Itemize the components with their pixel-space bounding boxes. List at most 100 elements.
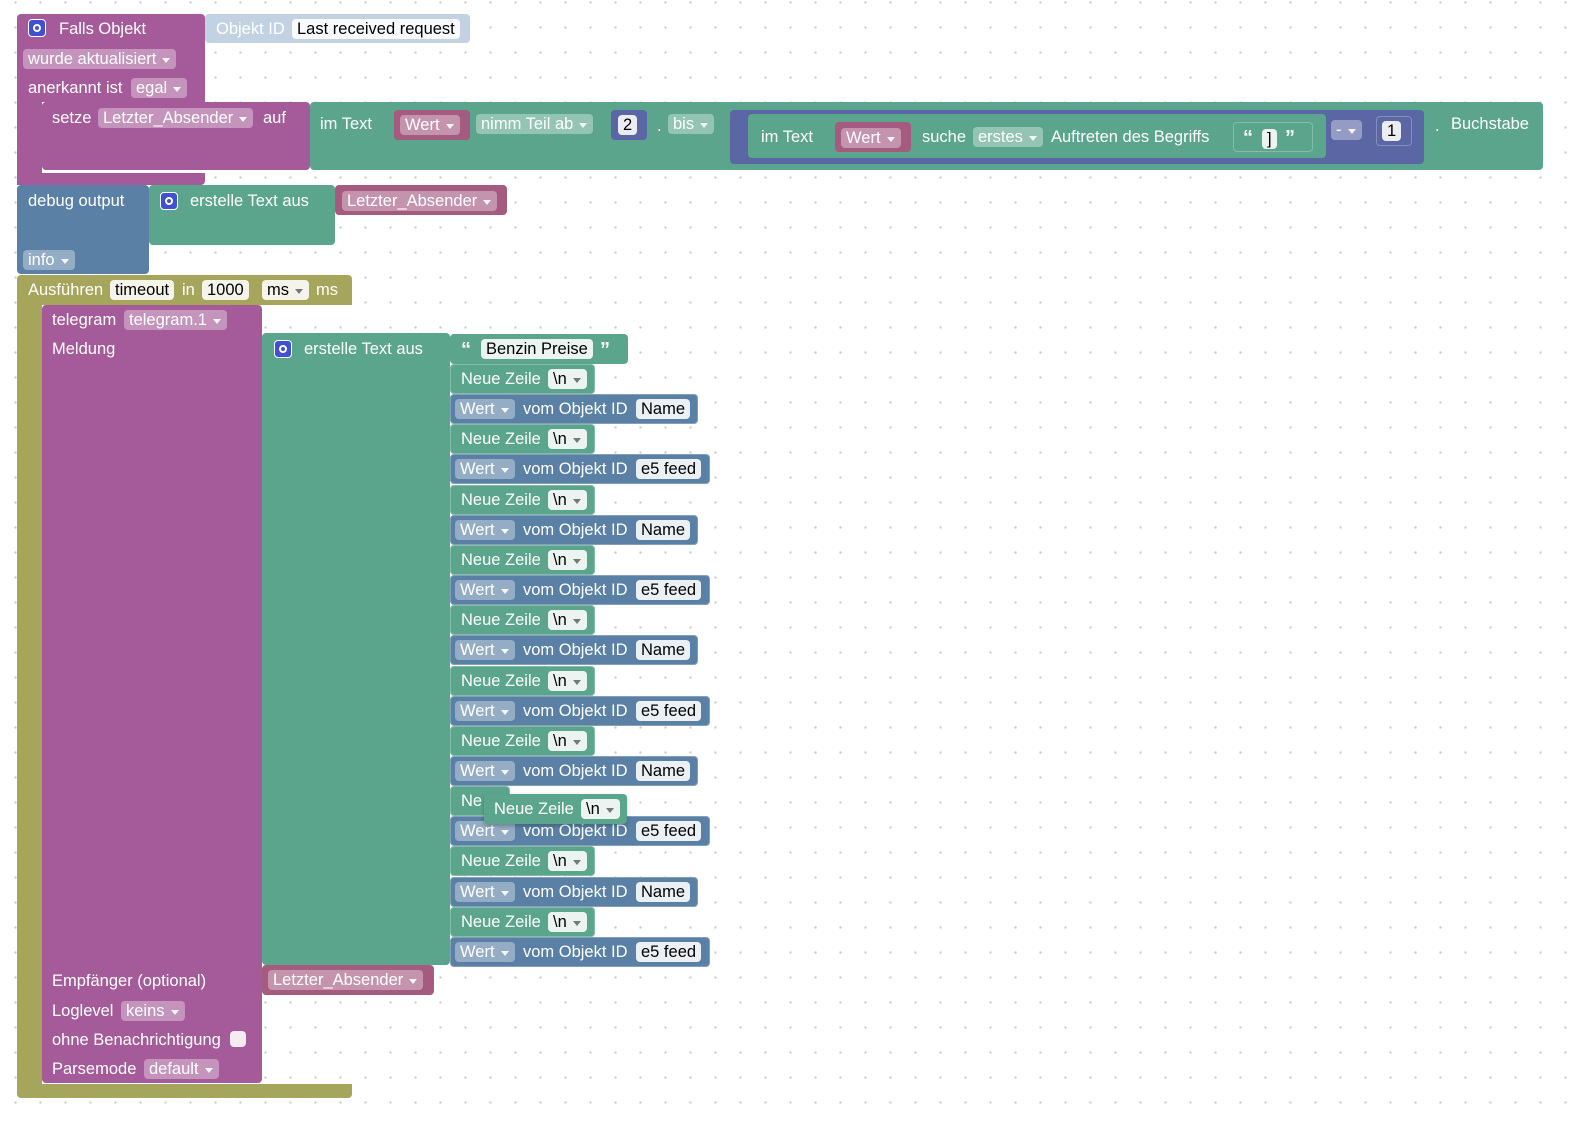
loglevel-dropdown[interactable]: keins [121, 1001, 185, 1021]
timeout-value-field[interactable]: 1000 [202, 280, 249, 300]
message-create-text-block[interactable] [262, 333, 450, 965]
newline-label: Neue Zeile [461, 852, 541, 870]
debug-block[interactable] [17, 185, 149, 274]
dragged-newline-label: Neue Zeile [494, 800, 574, 818]
debug-label: debug output [28, 192, 125, 210]
recipient-var-dropdown[interactable]: Letzter_Absender [268, 970, 424, 990]
dot-label: . [657, 117, 662, 135]
object-value-dropdown[interactable]: Wert [455, 821, 515, 841]
search-label: suche [922, 128, 967, 146]
open-quote-icon: “ [461, 339, 471, 361]
newline-dropdown[interactable]: \n [548, 610, 587, 630]
object-id-field[interactable]: Name [636, 520, 691, 540]
object-value-dropdown[interactable]: Wert [455, 942, 515, 962]
newline-dropdown[interactable]: \n [548, 490, 587, 510]
silent-checkbox[interactable] [230, 1031, 246, 1047]
dragged-newline-dropdown[interactable]: \n [581, 799, 620, 819]
object-value-dropdown[interactable]: Wert [455, 580, 515, 600]
timeout-name-field[interactable]: timeout [110, 280, 175, 300]
timeout-label: Ausführen [28, 281, 104, 299]
first-dropdown[interactable]: erstes [973, 127, 1043, 147]
gear-icon[interactable] [274, 340, 292, 358]
object-id-field[interactable]: Name [636, 761, 691, 781]
debug-var-dropdown[interactable]: Letzter_Absender [342, 191, 498, 211]
trigger-block-foot[interactable] [17, 173, 205, 185]
object-id-field[interactable]: Name [636, 882, 691, 902]
object-id-field[interactable]: e5 feed [636, 701, 702, 721]
event-dropdown[interactable]: wurde aktualisiert [23, 49, 177, 69]
string-field[interactable]: Benzin Preise [481, 339, 593, 359]
newline-label: Neue Zeile [461, 430, 541, 448]
object-value-dropdown[interactable]: Wert [455, 882, 515, 902]
wert-var-block[interactable] [394, 110, 470, 140]
object-value-dropdown[interactable]: Wert [455, 520, 515, 540]
object-id-field[interactable]: e5 feed [636, 942, 702, 962]
gear-icon[interactable] [28, 19, 46, 37]
newline-label: Ne [461, 792, 483, 810]
trigger-block-body[interactable] [17, 100, 42, 185]
telegram-instance-dropdown[interactable]: telegram.1 [124, 310, 227, 330]
newline-label: Neue Zeile [461, 732, 541, 750]
timeout-unit-dropdown[interactable]: ms [262, 280, 309, 300]
recipient-label: Empfänger (optional) [52, 972, 207, 990]
debug-create-text-label: erstelle Text aus [190, 192, 309, 210]
object-id-field[interactable]: e5 feed [636, 821, 702, 841]
object-value-dropdown[interactable]: Wert [455, 761, 515, 781]
occurrence-label: Auftreten des Begriffs [1051, 128, 1210, 146]
newline-dropdown[interactable]: \n [548, 429, 587, 449]
in-text-label: im Text [320, 115, 372, 133]
object-id-field[interactable]: Name [636, 399, 691, 419]
object-value-dropdown[interactable]: Wert [455, 640, 515, 660]
inner-wert-var-block[interactable] [835, 122, 911, 152]
newline-dropdown[interactable]: \n [548, 369, 587, 389]
telegram-block[interactable] [42, 305, 262, 1083]
object-id-label: vom Objekt ID [523, 460, 628, 478]
newline-label: Neue Zeile [461, 611, 541, 629]
set-var-block[interactable] [42, 102, 310, 170]
timeout-block-foot[interactable] [17, 1084, 352, 1098]
telegram-label: telegram [52, 311, 117, 329]
object-value-dropdown[interactable]: Wert [455, 399, 515, 419]
object-id-label: vom Objekt ID [523, 581, 628, 599]
parsemode-label: Parsemode [52, 1060, 137, 1078]
minus-dropdown[interactable]: - [1331, 120, 1362, 140]
object-id-field[interactable]: e5 feed [636, 580, 702, 600]
object-value-dropdown[interactable]: Wert [455, 459, 515, 479]
timeout-block-body[interactable] [17, 300, 42, 1090]
close-quote-icon: ” [1285, 127, 1295, 149]
silent-label: ohne Benachrichtigung [52, 1031, 221, 1049]
inner-in-text-label: im Text [761, 128, 813, 146]
object-id-label: vom Objekt ID [523, 641, 628, 659]
newline-dropdown[interactable]: \n [548, 851, 587, 871]
debug-var-block[interactable] [335, 185, 507, 215]
newline-dropdown[interactable]: \n [548, 912, 587, 932]
bracket-field[interactable]: ] [1262, 129, 1277, 149]
newline-dropdown[interactable]: \n [548, 731, 587, 751]
object-id-label: vom Objekt ID [523, 943, 628, 961]
newline-dropdown[interactable]: \n [548, 550, 587, 570]
open-quote-icon: “ [1243, 127, 1253, 149]
bis-dropdown[interactable]: bis [668, 114, 715, 134]
trigger-title: Falls Objekt [59, 20, 147, 38]
newline-label: Neue Zeile [461, 672, 541, 690]
newline-dropdown[interactable]: \n [548, 671, 587, 691]
wert-dropdown[interactable]: Wert [400, 115, 460, 135]
debug-level-dropdown[interactable]: info [23, 250, 75, 270]
newline-label: Neue Zeile [461, 491, 541, 509]
object-id-field[interactable]: Last received request [292, 19, 460, 39]
object-id-field[interactable]: Name [636, 640, 691, 660]
gear-icon[interactable] [160, 192, 178, 210]
object-value-dropdown[interactable]: Wert [455, 701, 515, 721]
ack-dropdown[interactable]: egal [131, 78, 188, 98]
parsemode-dropdown[interactable]: default [144, 1059, 219, 1079]
num2-field[interactable]: 2 [618, 115, 638, 135]
loglevel-label: Loglevel [52, 1002, 114, 1020]
inner-wert-dropdown[interactable]: Wert [841, 128, 901, 148]
recipient-var-block[interactable] [262, 965, 434, 995]
debug-create-text-block[interactable] [149, 185, 335, 245]
take-part-dropdown[interactable]: nimm Teil ab [476, 114, 594, 134]
num1-field[interactable]: 1 [1382, 121, 1402, 141]
var-dropdown[interactable]: Letzter_Absender [98, 108, 254, 128]
object-id-label: vom Objekt ID [523, 883, 628, 901]
object-id-field[interactable]: e5 feed [636, 459, 702, 479]
